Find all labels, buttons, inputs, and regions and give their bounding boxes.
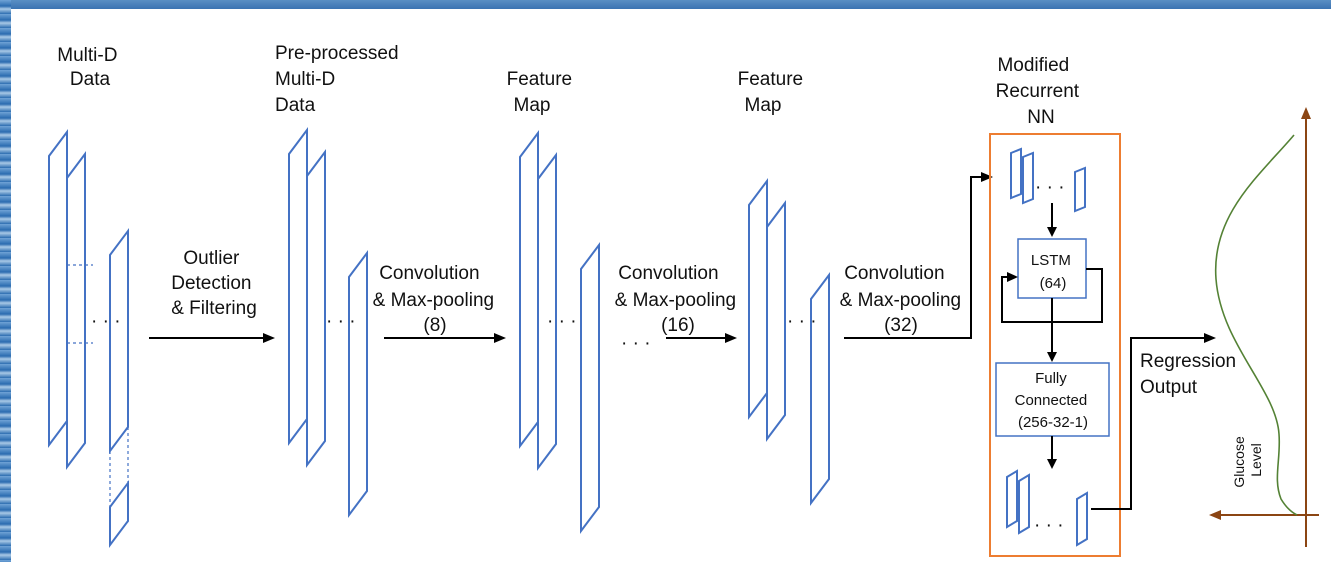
rnn-out-plane-3 (1076, 491, 1088, 547)
arrow-regression (1091, 337, 1208, 510)
diagram-canvas: Multi-D Data Pre-processed Multi-D Data … (11, 9, 1331, 562)
feature-map-2-planes: · · · (748, 178, 830, 506)
stage-title-rnn: Modified Recurrent NN (996, 55, 1085, 128)
rnn-out-ellipsis: · · · (1034, 515, 1064, 536)
arrow-outlier-head (263, 333, 275, 343)
preprocessed-planes: · · · (288, 127, 368, 518)
fm2-plane-2 (766, 200, 786, 442)
arrow-regression-head (1204, 333, 1216, 343)
arrow-conv3-head (981, 172, 993, 182)
lstm-loop-head (1007, 272, 1018, 282)
glucose-curve (1214, 134, 1298, 516)
glucose-x-axis-head (1209, 510, 1221, 520)
input-plane-fragment (109, 480, 129, 548)
preprocessed-ellipsis: · · · (326, 311, 356, 332)
rnn-in-plane-2 (1022, 151, 1034, 205)
arrow-conv2-head (725, 333, 737, 343)
rnn-in-plane-1 (1010, 147, 1022, 200)
input-data-planes: · · · (48, 129, 129, 548)
conv2-ellipsis: · · · (621, 333, 651, 354)
fm1-plane-1 (519, 130, 539, 449)
rnn-in-ellipsis: · · · (1035, 177, 1065, 198)
lstm-label: LSTM (64) (1031, 252, 1075, 292)
arrow-to-output-planes-head (1047, 459, 1057, 469)
fm2-ellipsis: · · · (787, 311, 817, 332)
rnn-in-plane-3 (1074, 166, 1086, 213)
arrow-to-lstm-head (1047, 227, 1057, 237)
arrow-conv1-head (494, 333, 506, 343)
transition-label-conv1: Convolution & Max-pooling (8) (373, 263, 500, 336)
pipeline-diagram: Multi-D Data Pre-processed Multi-D Data … (48, 43, 1319, 557)
input-plane-3 (109, 228, 129, 454)
input-ellipsis: · · · (91, 311, 121, 332)
stage-title-feature-map-1: Feature Map (507, 69, 578, 116)
feature-map-1-planes: · · · (519, 130, 600, 534)
rnn-out-plane-1 (1006, 469, 1018, 529)
glucose-level-label: Glucose Level (1231, 432, 1264, 487)
stage-title-preprocessed: Pre-processed Multi-D Data (275, 43, 404, 116)
fm2-plane-1 (748, 178, 768, 420)
background-left-strip (0, 0, 11, 562)
glucose-y-axis-head (1301, 107, 1311, 119)
stage-title-input: Multi-D Data (57, 45, 122, 90)
rnn-output-planes: · · · (1006, 469, 1088, 547)
input-plane-2 (66, 151, 86, 470)
fully-connected-label: Fully Connected (256-32-1) (1015, 370, 1092, 431)
arrow-to-fc-head (1047, 352, 1057, 362)
input-plane-1 (48, 129, 68, 448)
stage-title-feature-map-2: Feature Map (738, 69, 809, 116)
transition-label-conv2: Convolution & Max-pooling (16) (615, 263, 742, 336)
preprocessed-plane-1 (288, 127, 308, 446)
rnn-frame (989, 133, 1121, 557)
rnn-input-planes: · · · (1010, 147, 1086, 213)
preprocessed-plane-2 (306, 149, 326, 468)
arrow-conv3 (844, 176, 985, 339)
fm1-ellipsis: · · · (547, 311, 577, 332)
fm1-plane-3 (580, 242, 600, 534)
regression-output-label: Regression Output (1140, 351, 1241, 398)
preprocessed-plane-3 (348, 250, 368, 518)
fm1-plane-2 (537, 152, 557, 471)
fm2-plane-3 (810, 272, 830, 506)
rnn-out-plane-2 (1018, 473, 1030, 535)
transition-label-outlier: Outlier Detection & Filtering (171, 248, 257, 319)
transition-label-conv3: Convolution & Max-pooling (32) (840, 263, 967, 336)
